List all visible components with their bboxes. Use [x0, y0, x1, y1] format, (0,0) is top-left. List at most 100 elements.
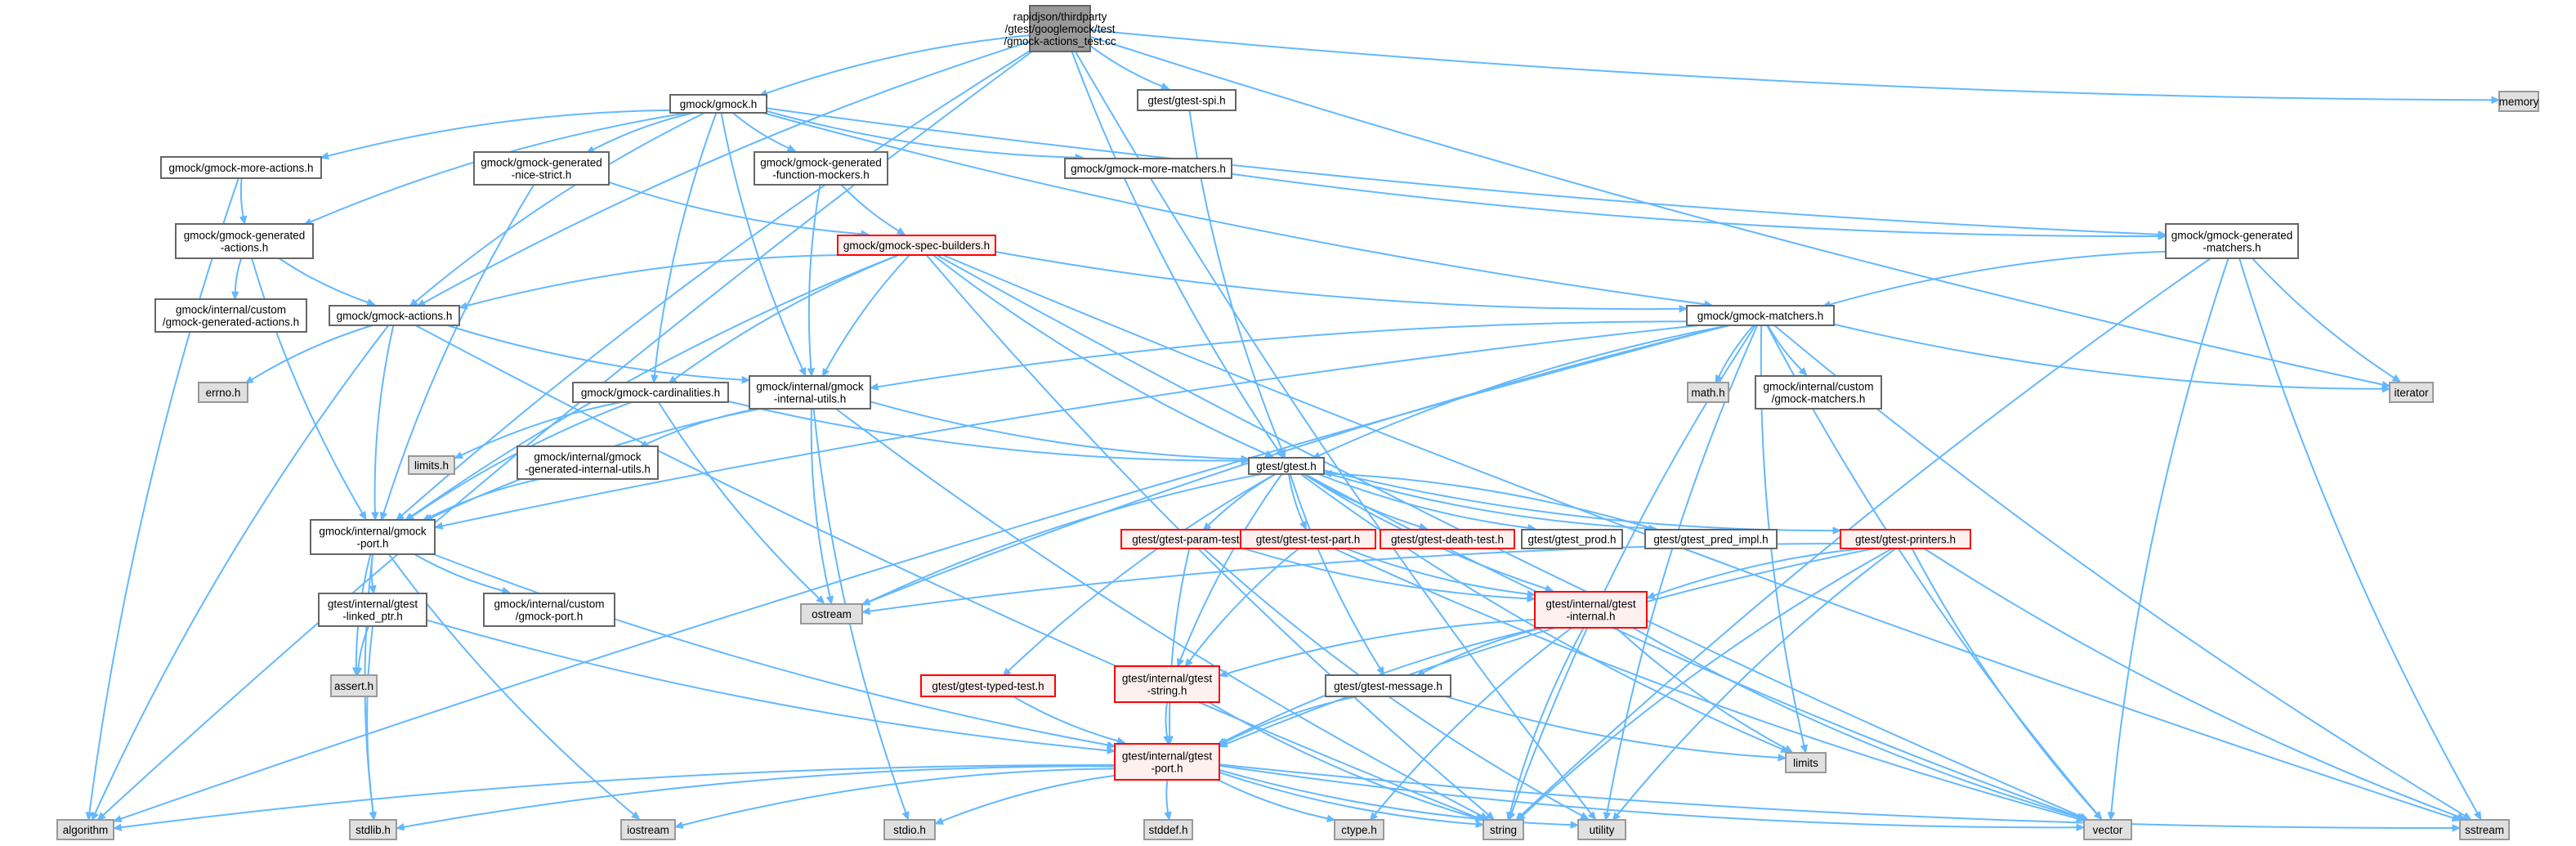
node-limits-h[interactable]: limits.h: [408, 455, 455, 475]
node-box[interactable]: [1577, 819, 1626, 840]
node-iostream[interactable]: iostream: [620, 819, 676, 840]
node-test-part[interactable]: gtest/gtest-test-part.h: [1240, 529, 1376, 549]
node-box[interactable]: [329, 305, 460, 326]
node-gtest-string[interactable]: gtest/internal/gtest-string.h: [1114, 665, 1220, 703]
node-root[interactable]: rapidjson/thirdparty/gtest/googlemock/te…: [1004, 5, 1116, 52]
node-box[interactable]: [473, 151, 610, 186]
node-box[interactable]: [154, 298, 307, 333]
node-gen-internal-utils[interactable]: gmock/internal/gmock-generated-internal-…: [517, 445, 659, 480]
node-box[interactable]: [330, 674, 378, 697]
node-box[interactable]: [620, 819, 676, 840]
node-box[interactable]: [1687, 382, 1729, 403]
node-box[interactable]: [56, 819, 114, 840]
node-box[interactable]: [837, 235, 996, 256]
node-box[interactable]: [1644, 529, 1778, 549]
node-box[interactable]: [572, 382, 729, 403]
node-box[interactable]: [349, 819, 397, 840]
node-memory[interactable]: memory: [2498, 91, 2539, 112]
node-box[interactable]: [1686, 305, 1835, 326]
node-gen-matchers[interactable]: gmock/gmock-generated-matchers.h: [2165, 223, 2299, 259]
node-box[interactable]: [754, 151, 888, 186]
node-box[interactable]: [160, 156, 322, 179]
node-printers[interactable]: gtest/gtest-printers.h: [1840, 529, 1971, 549]
node-box[interactable]: [517, 445, 659, 480]
node-errno[interactable]: errno.h: [198, 382, 248, 403]
node-box[interactable]: [2083, 819, 2132, 840]
node-gmock-matchers[interactable]: gmock/gmock-matchers.h: [1686, 305, 1835, 326]
node-gen-nice-strict[interactable]: gmock/gmock-generated-nice-strict.h: [473, 151, 610, 186]
node-gmock-h[interactable]: gmock/gmock.h: [669, 94, 767, 114]
node-box[interactable]: [1029, 5, 1091, 52]
node-param-test[interactable]: gtest/gtest-param-test.h: [1120, 529, 1260, 549]
node-iterator[interactable]: iterator: [2389, 382, 2434, 403]
node-string[interactable]: string: [1483, 819, 1524, 840]
node-gtest-prod[interactable]: gtest/gtest_prod.h: [1521, 529, 1623, 549]
node-box[interactable]: [408, 455, 455, 475]
node-box[interactable]: [1143, 819, 1193, 840]
node-box[interactable]: [1114, 743, 1220, 781]
node-typed-test[interactable]: gtest/gtest-typed-test.h: [920, 674, 1056, 697]
node-gtest-message[interactable]: gtest/gtest-message.h: [1325, 674, 1451, 697]
node-box[interactable]: [1114, 665, 1220, 703]
node-box[interactable]: [1380, 529, 1515, 549]
node-utility[interactable]: utility: [1577, 819, 1626, 840]
node-box[interactable]: [800, 603, 863, 624]
node-algorithm[interactable]: algorithm: [56, 819, 114, 840]
node-box[interactable]: [1248, 457, 1325, 475]
node-box[interactable]: [669, 94, 767, 114]
node-box[interactable]: [1534, 591, 1648, 629]
node-assert[interactable]: assert.h: [330, 674, 378, 697]
node-box[interactable]: [1240, 529, 1376, 549]
node-gtest-port[interactable]: gtest/internal/gtest-port.h: [1114, 743, 1220, 781]
node-box[interactable]: [1483, 819, 1524, 840]
node-stdlib[interactable]: stdlib.h: [349, 819, 397, 840]
node-box[interactable]: [1521, 529, 1623, 549]
node-box[interactable]: [198, 382, 248, 403]
node-box[interactable]: [1064, 158, 1232, 179]
node-spec-builders[interactable]: gmock/gmock-spec-builders.h: [837, 235, 996, 256]
node-more-matchers[interactable]: gmock/gmock-more-matchers.h: [1064, 158, 1232, 179]
node-cardinalities[interactable]: gmock/gmock-cardinalities.h: [572, 382, 729, 403]
node-gtest-internal[interactable]: gtest/internal/gtest-internal.h: [1534, 591, 1648, 629]
node-box[interactable]: [2165, 223, 2299, 259]
node-math[interactable]: math.h: [1687, 382, 1729, 403]
node-internal-utils[interactable]: gmock/internal/gmock-internal-utils.h: [749, 375, 871, 410]
node-linked-ptr[interactable]: gtest/internal/gtest-linked_ptr.h: [318, 593, 427, 627]
node-box[interactable]: [310, 519, 436, 555]
node-limits[interactable]: limits: [1785, 752, 1827, 773]
node-vector[interactable]: vector: [2083, 819, 2132, 840]
node-box[interactable]: [883, 819, 936, 840]
node-custom-gen-actions[interactable]: gmock/internal/custom/gmock-generated-ac…: [154, 298, 307, 333]
node-box[interactable]: [2498, 91, 2539, 112]
node-gmock-port[interactable]: gmock/internal/gmock-port.h: [310, 519, 436, 555]
node-box[interactable]: [318, 593, 427, 627]
node-box[interactable]: [483, 593, 615, 627]
node-gen-actions[interactable]: gmock/gmock-generated-actions.h: [175, 223, 314, 259]
node-death-test[interactable]: gtest/gtest-death-test.h: [1380, 529, 1515, 549]
node-stdio[interactable]: stdio.h: [883, 819, 936, 840]
node-box[interactable]: [920, 674, 1056, 697]
node-box[interactable]: [175, 223, 314, 259]
node-gtest-h[interactable]: gtest/gtest.h: [1248, 457, 1325, 475]
node-custom-port[interactable]: gmock/internal/custom/gmock-port.h: [483, 593, 615, 627]
node-box[interactable]: [1334, 819, 1384, 840]
node-box[interactable]: [1840, 529, 1971, 549]
node-box[interactable]: [749, 375, 871, 410]
node-box[interactable]: [1325, 674, 1451, 697]
node-box[interactable]: [1755, 375, 1882, 410]
node-ostream[interactable]: ostream: [800, 603, 863, 624]
node-custom-matchers[interactable]: gmock/internal/custom/gmock-matchers.h: [1755, 375, 1882, 410]
node-box[interactable]: [1137, 89, 1237, 111]
node-box[interactable]: [1785, 752, 1827, 773]
node-gen-func-mockers[interactable]: gmock/gmock-generated-function-mockers.h: [754, 151, 888, 186]
node-pred-impl[interactable]: gtest/gtest_pred_impl.h: [1644, 529, 1778, 549]
node-sstream[interactable]: sstream: [2459, 819, 2510, 840]
node-gtest-spi[interactable]: gtest/gtest-spi.h: [1137, 89, 1237, 111]
node-more-actions[interactable]: gmock/gmock-more-actions.h: [160, 156, 322, 179]
node-ctype[interactable]: ctype.h: [1334, 819, 1384, 840]
node-box[interactable]: [2389, 382, 2434, 403]
node-stddef[interactable]: stddef.h: [1143, 819, 1193, 840]
node-box[interactable]: [2459, 819, 2510, 840]
edge-line: [1226, 619, 1536, 675]
node-gmock-actions[interactable]: gmock/gmock-actions.h: [329, 305, 460, 326]
